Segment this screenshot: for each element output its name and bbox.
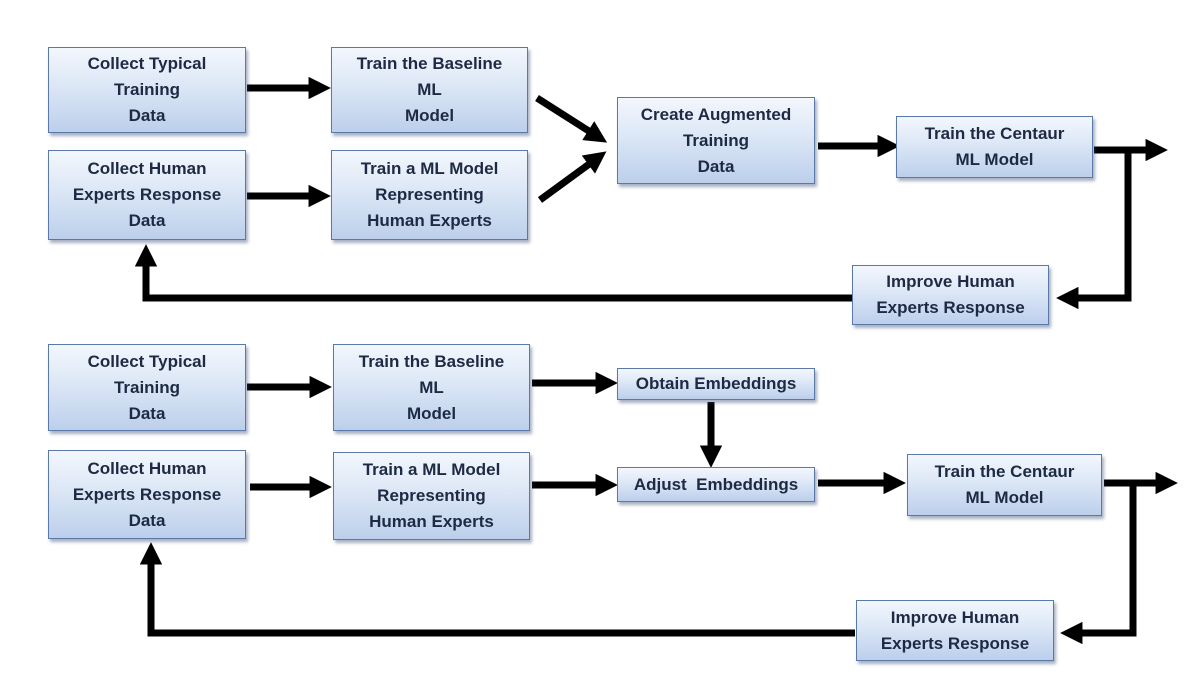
train-baseline-ml-model-box: Train the Baseline ML Model (331, 47, 528, 133)
box-line: Train the Baseline (356, 54, 503, 73)
box-line: Model (404, 106, 455, 125)
box-line: Improve Human (890, 607, 1020, 627)
collect-typical-training-data-box: Collect Typical Training Data (48, 47, 246, 133)
train-centaur-ml-model-box: Train the Centaur ML Model (896, 116, 1093, 178)
box-line: Collect Typical (87, 54, 207, 73)
box-line: ML Model (955, 150, 1034, 169)
box-line: Experts Response (72, 185, 222, 204)
collect-typical-training-data-box: Collect Typical Training Data (48, 344, 246, 431)
box-line: ML (419, 377, 444, 397)
train-human-experts-model-box: Train a ML Model Representing Human Expe… (333, 452, 530, 540)
box-line: Representing (377, 486, 486, 505)
box-line: Representing (375, 185, 484, 204)
train-human-experts-model-box: Train a ML Model Representing Human Expe… (331, 150, 528, 240)
box-line: Train the Baseline (358, 351, 505, 371)
obtain-embeddings-box: Obtain Embeddings (617, 368, 815, 400)
box-line: Collect Human (87, 458, 207, 478)
box-line: Train a ML Model (360, 159, 499, 178)
box-line: Experts Response (880, 633, 1030, 653)
box-line: Data (128, 106, 166, 125)
box-line: Human Experts (367, 211, 492, 230)
box-line: Training (113, 80, 181, 99)
box-line: Train a ML Model (362, 460, 501, 479)
train-baseline-ml-model-box: Train the Baseline ML Model (333, 344, 530, 431)
box-line: Train the Centaur (924, 124, 1065, 143)
box-line: Experts Response (876, 298, 1025, 317)
train-centaur-ml-model-box: Train the Centaur ML Model (907, 454, 1102, 516)
create-augmented-training-data-box: Create Augmented Training Data (617, 97, 815, 184)
improve-human-experts-response-box: Improve Human Experts Response (852, 265, 1049, 325)
box-line: ML (417, 80, 442, 99)
box-line: Data (128, 211, 166, 230)
box-line: Data (128, 510, 166, 530)
box-line: Data (697, 156, 735, 176)
box-line: Model (406, 403, 457, 423)
arrow-centaur-to-improve-bottom (1060, 485, 1137, 645)
box-line: Train the Centaur (934, 462, 1075, 481)
box-line: Collect Human (87, 159, 207, 178)
adjust-embeddings-box: Adjust Embeddings (617, 467, 815, 502)
arrow-baseline-to-augmented-top (535, 95, 608, 143)
arrow-improve-to-collect-human-top (134, 244, 852, 302)
box-line: Training (682, 130, 750, 150)
box-line: Experts Response (72, 484, 222, 504)
arrow-improve-to-collect-human-bottom (139, 542, 855, 637)
collect-human-experts-response-box: Collect Human Experts Response Data (48, 150, 246, 240)
improve-human-experts-response-box: Improve Human Experts Response (856, 600, 1054, 661)
box-line: Improve Human (886, 272, 1015, 291)
box-line: Human Experts (369, 512, 494, 531)
box-line: ML Model (965, 488, 1044, 507)
box-line: Training (113, 377, 181, 397)
box-line: Obtain Embeddings (635, 374, 797, 393)
box-line: Create Augmented (640, 104, 792, 124)
arrow-centaur-to-improve-top (1056, 152, 1132, 310)
box-line: Adjust Embeddings (633, 474, 799, 494)
box-line: Data (128, 403, 166, 423)
collect-human-experts-response-box: Collect Human Experts Response Data (48, 450, 246, 539)
arrow-model-to-augmented-top (537, 151, 607, 203)
box-line: Collect Typical (87, 351, 207, 371)
